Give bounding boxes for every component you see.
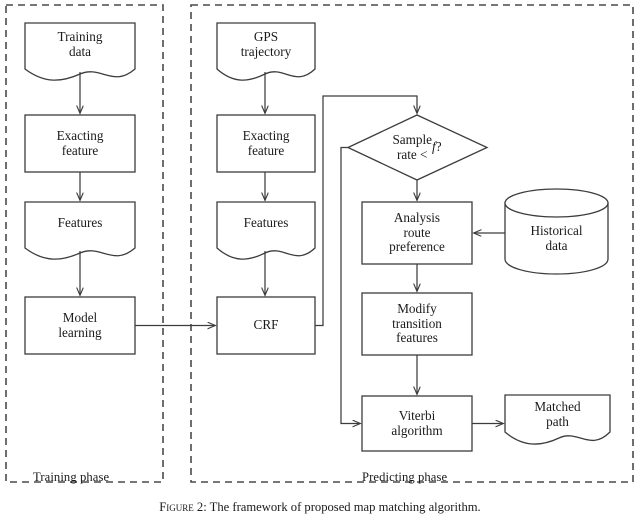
- node-training-data: [24, 22, 136, 81]
- node-exacting-feature-2: [216, 114, 316, 173]
- figure-caption-text: : The framework of proposed map matching…: [203, 500, 481, 514]
- node-matched-path: [504, 394, 611, 445]
- training-phase-boundary: [5, 4, 164, 483]
- node-model-learning: [24, 296, 136, 355]
- figure-caption: Figure 2: The framework of proposed map …: [0, 500, 640, 515]
- training-phase-label: Training phase: [33, 470, 110, 484]
- edge-crf-to-sample-rate: [315, 95, 417, 327]
- node-historical-data: [504, 188, 609, 275]
- predicting-phase-boundary: [190, 4, 634, 483]
- node-sample-rate: [346, 114, 489, 181]
- node-features-1: [24, 201, 136, 260]
- node-gps-trajectory: [216, 22, 316, 81]
- node-exacting-feature-1: [24, 114, 136, 173]
- node-features-2: [216, 201, 316, 260]
- figure-caption-prefix: Figure 2: [159, 500, 204, 514]
- node-analysis-route: [361, 201, 473, 265]
- node-modify-transition: [361, 292, 473, 356]
- node-viterbi: [361, 395, 473, 452]
- edge-sample-rate-to-viterbi: [340, 146, 360, 424]
- predicting-phase-label: Predicting phase: [362, 470, 448, 484]
- node-crf: [216, 296, 316, 355]
